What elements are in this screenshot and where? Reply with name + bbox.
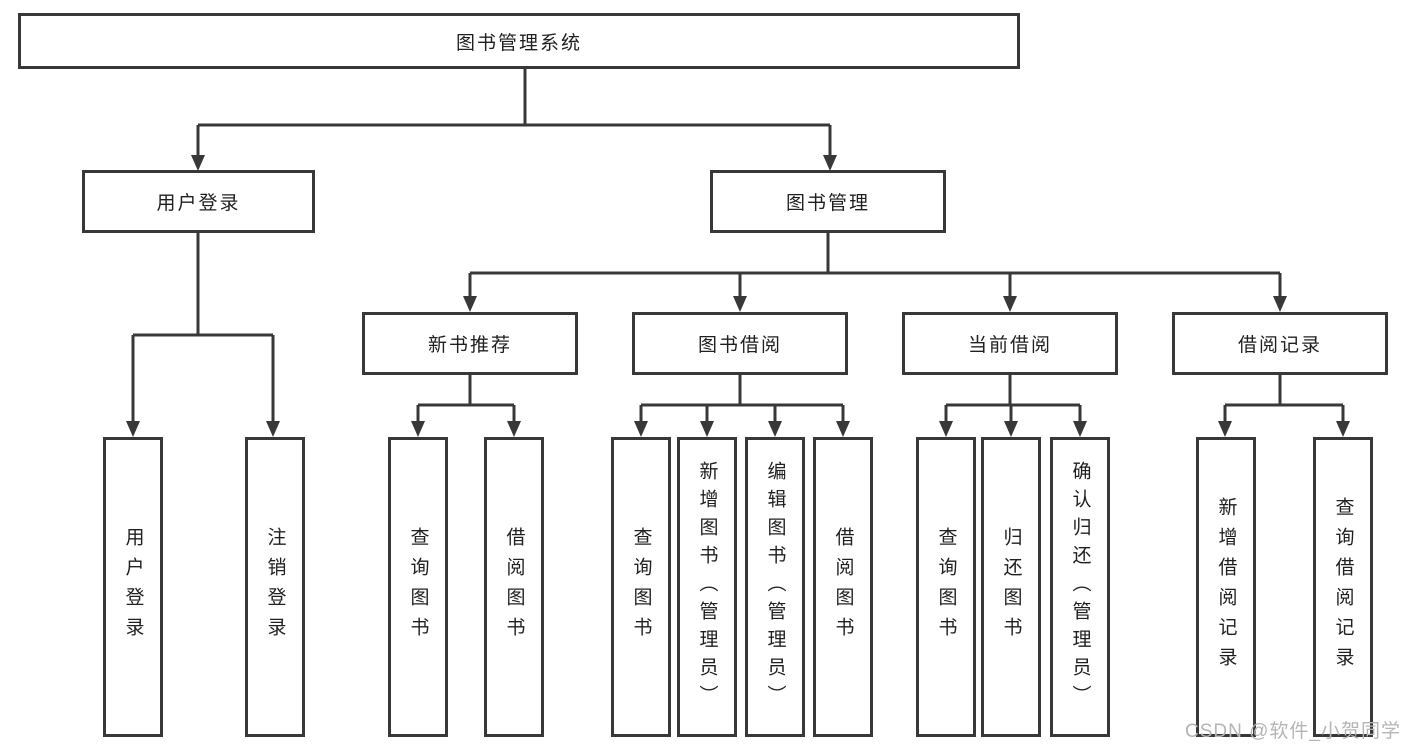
arrow-leaf-user-login [126, 421, 140, 437]
edge-new-book-trunk [416, 375, 516, 423]
arrow-leaf-add-book [700, 421, 714, 437]
node-borrow-record: 借阅记录 [1172, 312, 1388, 375]
arrow-book-borrow [733, 296, 747, 312]
arrow-leaf-edit-book [768, 421, 782, 437]
leaf-logout: 注销登录 [245, 437, 305, 737]
node-library-system: 图书管理系统 [18, 13, 1020, 69]
node-book-management: 图书管理 [710, 170, 946, 233]
leaf-return-book: 归还图书 [981, 437, 1041, 737]
arrow-leaf-query-record [1336, 421, 1350, 437]
leaf-add-borrow-record: 新增借阅记录 [1196, 437, 1256, 737]
edge-current-borrow-trunk [944, 375, 1082, 423]
arrow-leaf-return-book [1004, 421, 1018, 437]
arrow-user-login [191, 155, 205, 171]
arrow-leaf-borrow-book-1 [507, 421, 521, 437]
node-current-borrow: 当前借阅 [902, 312, 1118, 375]
leaf-borrow-book-1: 借阅图书 [484, 437, 544, 737]
edge-book-mgmt-trunk [468, 233, 1282, 299]
edge-borrow-record-trunk [1223, 375, 1345, 423]
node-new-book-recommend: 新书推荐 [362, 312, 578, 375]
leaf-borrow-book-2: 借阅图书 [813, 437, 873, 737]
arrow-book-mgmt [823, 155, 837, 171]
arrow-leaf-logout [266, 421, 280, 437]
edge-user-login-trunk [131, 233, 275, 423]
arrow-leaf-add-record [1218, 421, 1232, 437]
arrow-leaf-query-book-2 [634, 421, 648, 437]
arrow-borrow-record [1273, 296, 1287, 312]
csdn-watermark: CSDN @软件_小贺同学 [1185, 721, 1401, 742]
leaf-query-book-1: 查询图书 [388, 437, 448, 737]
leaf-query-book-3: 查询图书 [916, 437, 976, 737]
leaf-edit-book-admin: 编辑图书（管理员） [745, 437, 805, 737]
leaf-user-login: 用户登录 [103, 437, 163, 737]
arrow-leaf-query-book-1 [411, 421, 425, 437]
leaf-confirm-return-admin: 确认归还（管理员） [1050, 437, 1110, 737]
leaf-add-book-admin: 新增图书（管理员） [677, 437, 737, 737]
edge-book-borrow-trunk [639, 375, 845, 423]
node-book-borrow: 图书借阅 [632, 312, 848, 375]
leaf-query-borrow-record: 查询借阅记录 [1313, 437, 1373, 737]
arrow-leaf-query-book-3 [939, 421, 953, 437]
arrow-current-borrow [1003, 296, 1017, 312]
leaf-query-book-2: 查询图书 [611, 437, 671, 737]
arrow-new-book [463, 296, 477, 312]
node-user-login: 用户登录 [82, 170, 315, 233]
arrow-leaf-confirm-return [1073, 421, 1087, 437]
edge-root-trunk [196, 68, 832, 158]
arrow-leaf-borrow-book-2 [836, 421, 850, 437]
